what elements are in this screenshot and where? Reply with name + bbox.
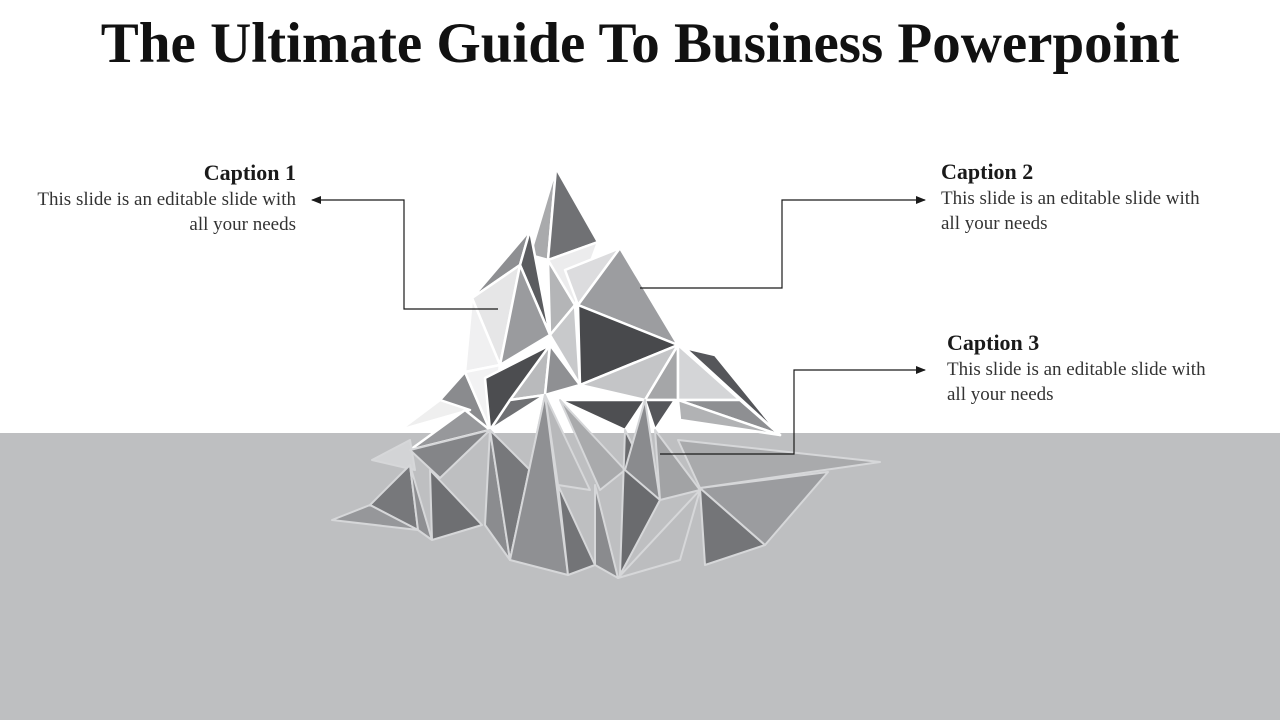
caption-1-text: This slide is an editable slide with all… — [37, 189, 296, 235]
caption-1-title: Caption 1 — [203, 160, 296, 185]
caption-3-text: This slide is an editable slide with all… — [947, 359, 1206, 405]
caption-3: Caption 3 This slide is an editable slid… — [947, 329, 1207, 407]
caption-1: Caption 1 This slide is an editable slid… — [36, 159, 296, 237]
iceberg-below-water — [331, 394, 881, 579]
iceberg-above-water — [398, 166, 782, 452]
caption-2-connector — [640, 196, 926, 289]
caption-3-connector — [660, 366, 926, 455]
caption-2-text: This slide is an editable slide with all… — [941, 188, 1200, 234]
caption-1-connector — [311, 196, 498, 310]
caption-2: Caption 2 This slide is an editable slid… — [941, 158, 1201, 236]
connector-lines — [311, 196, 926, 455]
caption-3-title: Caption 3 — [947, 330, 1040, 355]
slide-title: The Ultimate Guide To Business Powerpoin… — [100, 12, 1180, 75]
caption-2-title: Caption 2 — [941, 159, 1034, 184]
